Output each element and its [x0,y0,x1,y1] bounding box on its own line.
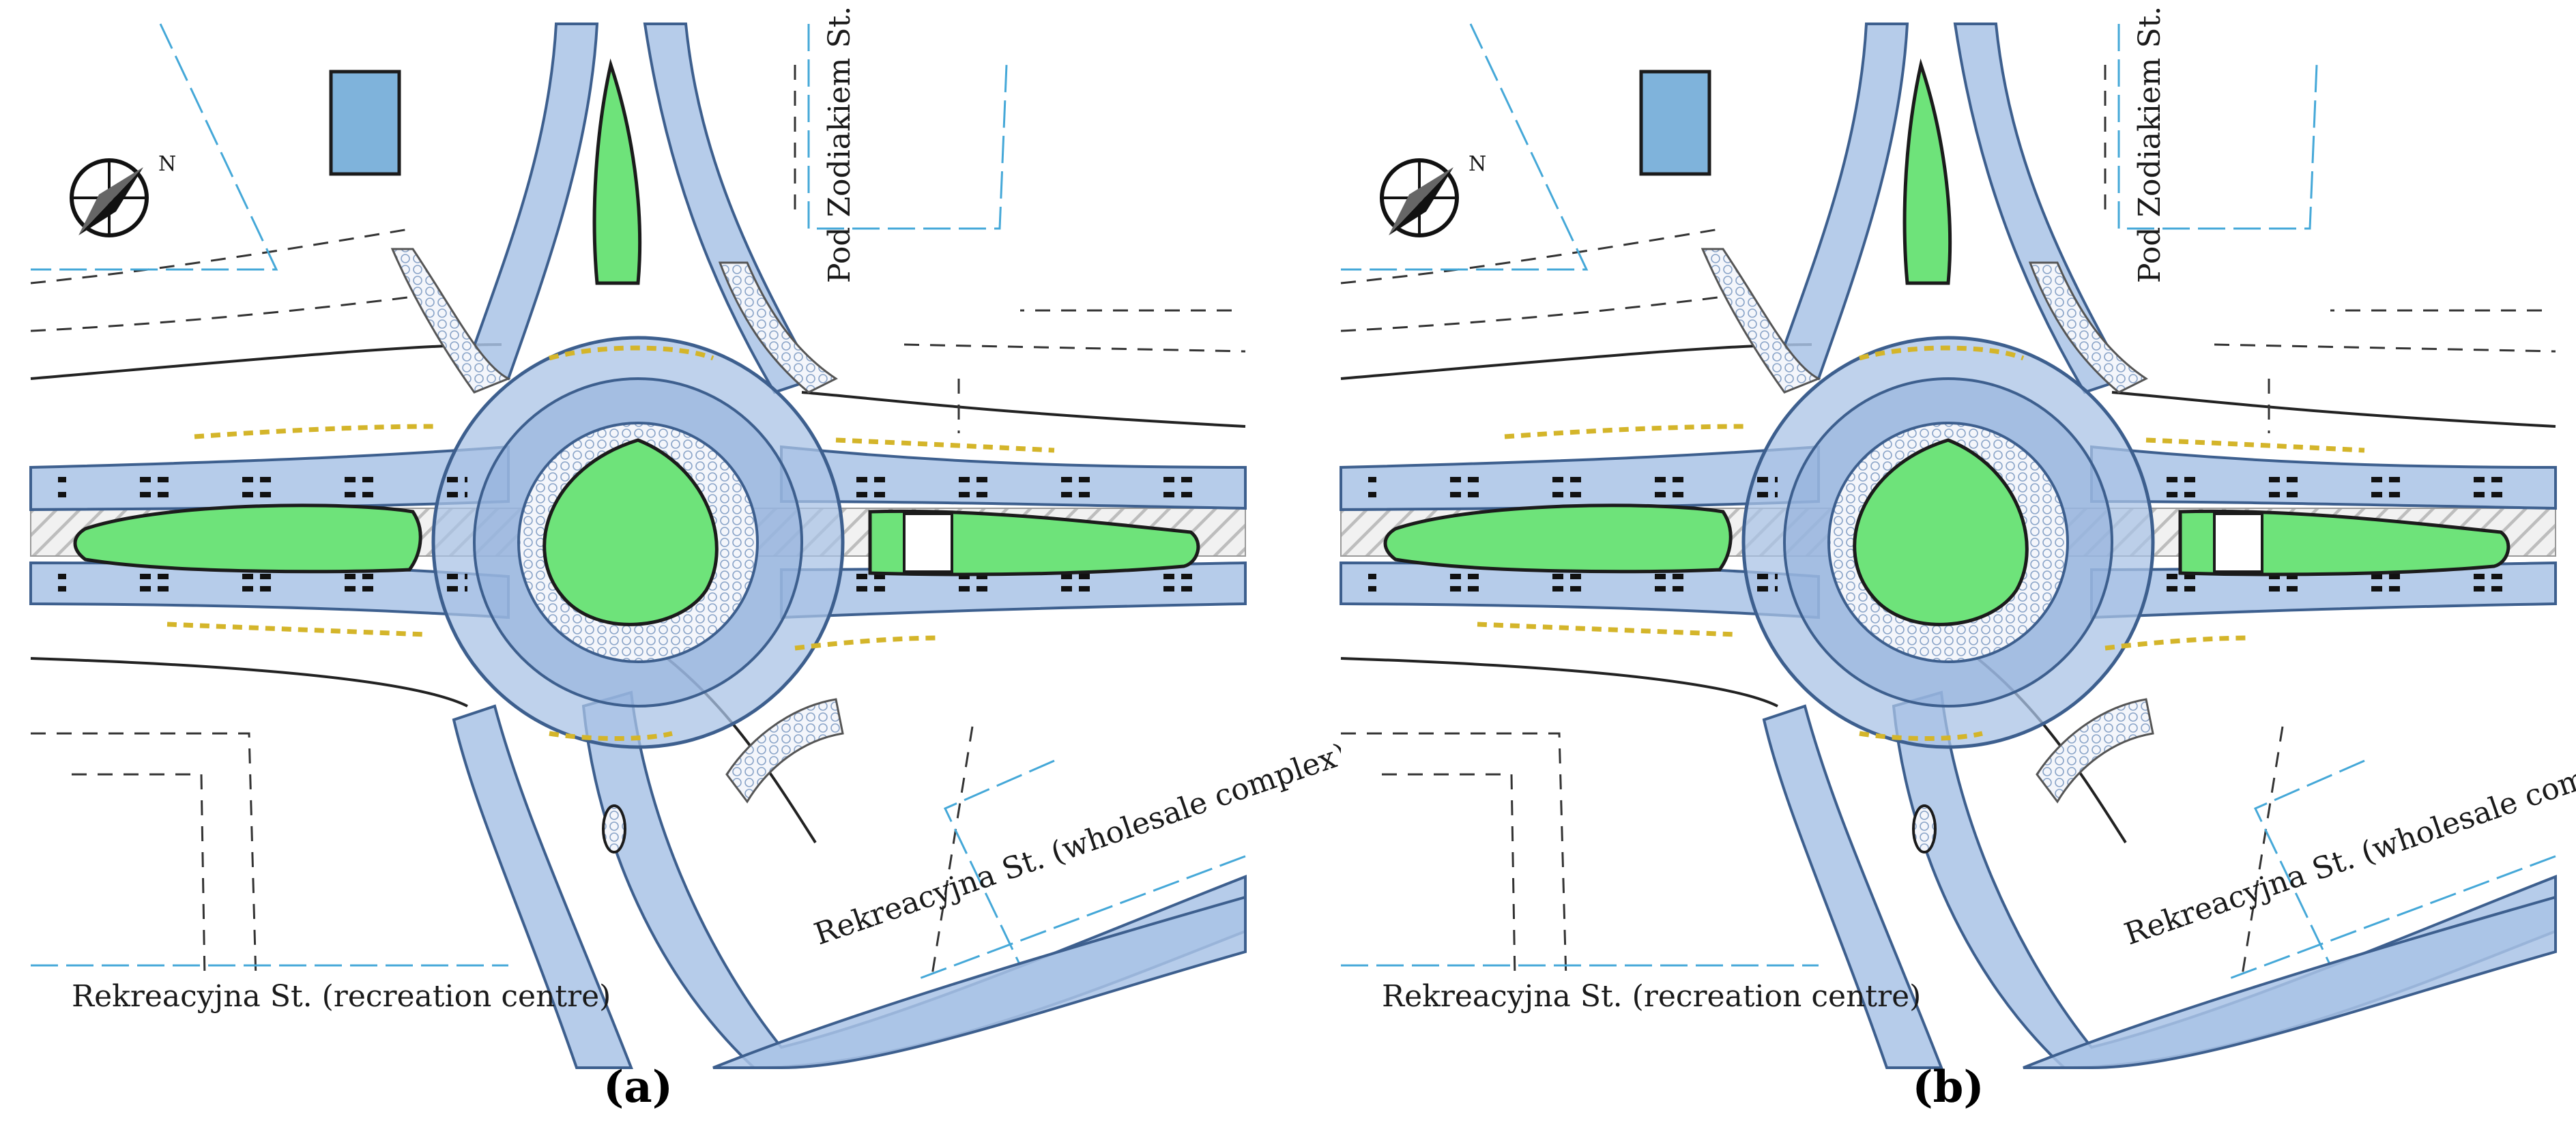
panel-b-street-southwest: Rekreacyjna St. (recreation centre) [1382,979,1921,1014]
panel-a-caption: (a) [603,1062,673,1113]
panel-a-street-north: Pod Zodiakiem St. [822,6,857,283]
panel-b-compass-icon: N [1382,152,1486,235]
panel-a-compass-icon: N [72,152,176,235]
panel-b-street-north: Pod Zodiakiem St. [2132,6,2167,283]
panel-a-street-southwest: Rekreacyjna St. (recreation centre) [72,979,611,1014]
panel-b: N Pod Zodiakiem St. Rekreacyjna St. (who… [1341,6,2576,1068]
panel-a: N Pod Zodiakiem St. Rekreacyjna St. (who… [31,6,1352,1068]
panel-b-caption: (b) [1912,1062,1984,1113]
panel-a-compass-label: N [158,152,176,176]
panel-b-compass-label: N [1468,152,1486,176]
